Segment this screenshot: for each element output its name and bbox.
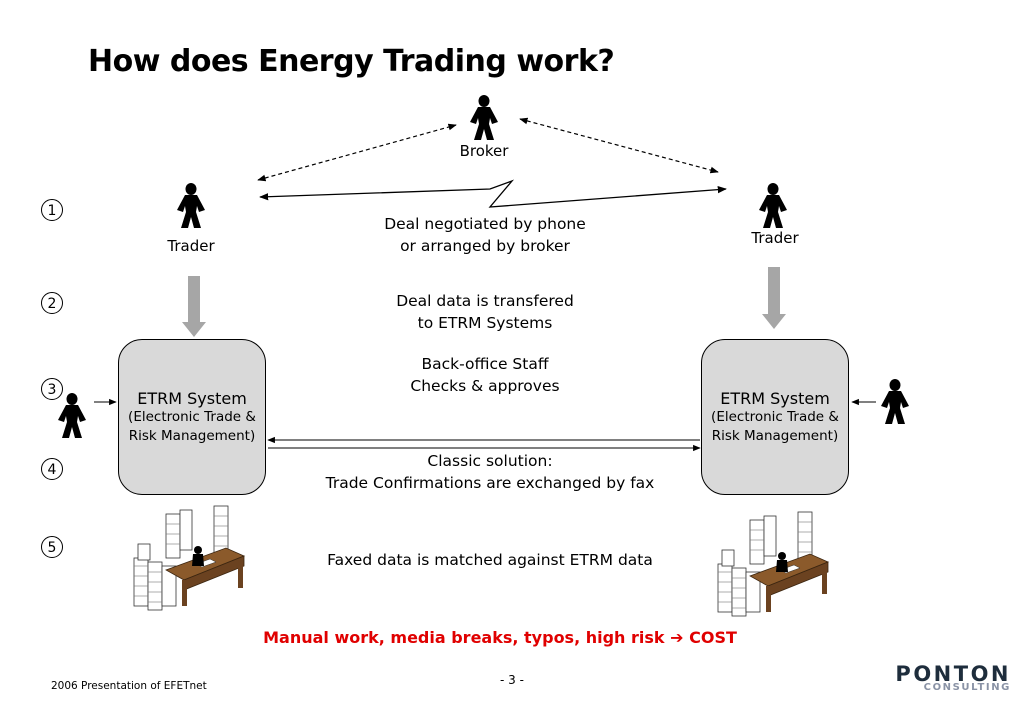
- classic-line-1: Classic solution:: [427, 452, 553, 470]
- deal-line-1: Deal negotiated by phone: [384, 215, 586, 233]
- faxed-data-text: Faxed data is matched against ETRM data: [327, 551, 653, 569]
- step-2-badge: 2: [41, 292, 63, 314]
- backoffice-line-2: Checks & approves: [410, 377, 560, 395]
- etrm-left-title: ETRM System: [137, 388, 247, 408]
- deal-line-2: or arranged by broker: [400, 237, 570, 255]
- backoffice-left-person-icon: [58, 393, 86, 438]
- etrm-right-line2: Risk Management): [711, 427, 839, 444]
- desk-papers-left-icon: [133, 505, 245, 611]
- transfer-line-2: to ETRM Systems: [417, 314, 553, 332]
- step-1-badge: 1: [41, 199, 63, 221]
- logo-subtitle: CONSULTING: [923, 682, 1011, 693]
- footer-text: 2006 Presentation of EFETnet: [51, 680, 207, 692]
- etrm-left-line1: (Electronic Trade &: [128, 408, 256, 425]
- backoffice-right-person-icon: [881, 379, 909, 424]
- trader-left-person-icon: [177, 183, 205, 228]
- deal-transfer-text: Deal data is transfered to ETRM Systems: [330, 290, 640, 334]
- warning-arrow-icon: ➔: [670, 628, 684, 647]
- etrm-right-title: ETRM System: [720, 388, 830, 408]
- classic-solution-text: Classic solution: Trade Confirmations ar…: [300, 450, 680, 494]
- step-4-badge: 4: [41, 458, 63, 480]
- logo-name: PONTON: [895, 662, 1011, 686]
- step-3-badge: 3: [41, 378, 63, 400]
- transfer-line-1: Deal data is transfered: [396, 292, 574, 310]
- broker-label: Broker: [459, 142, 509, 160]
- broker-person-icon: [470, 95, 498, 140]
- deal-negotiated-text: Deal negotiated by phone or arranged by …: [330, 213, 640, 257]
- trader-left-label: Trader: [167, 237, 215, 255]
- warning-text: Manual work, media breaks, typos, high r…: [263, 628, 665, 647]
- page-number: - 3 -: [500, 673, 524, 687]
- cost-warning: Manual work, media breaks, typos, high r…: [200, 628, 800, 647]
- backoffice-text: Back-office Staff Checks & approves: [330, 353, 640, 397]
- classic-line-2: Trade Confirmations are exchanged by fax: [325, 474, 655, 492]
- step-5-badge: 5: [41, 536, 63, 558]
- etrm-system-right: ETRM System (Electronic Trade & Risk Man…: [701, 339, 849, 495]
- etrm-system-left: ETRM System (Electronic Trade & Risk Man…: [118, 339, 266, 495]
- backoffice-line-1: Back-office Staff: [421, 355, 549, 373]
- trader-right-person-icon: [759, 183, 787, 228]
- warning-cost: COST: [689, 628, 737, 647]
- etrm-right-line1: (Electronic Trade &: [711, 408, 839, 425]
- etrm-left-line2: Risk Management): [128, 427, 256, 444]
- ponton-logo: PONTON CONSULTING: [893, 662, 1011, 693]
- desk-papers-right-icon: [717, 511, 829, 617]
- page-title: How does Energy Trading work?: [88, 44, 615, 79]
- trader-right-label: Trader: [751, 229, 799, 247]
